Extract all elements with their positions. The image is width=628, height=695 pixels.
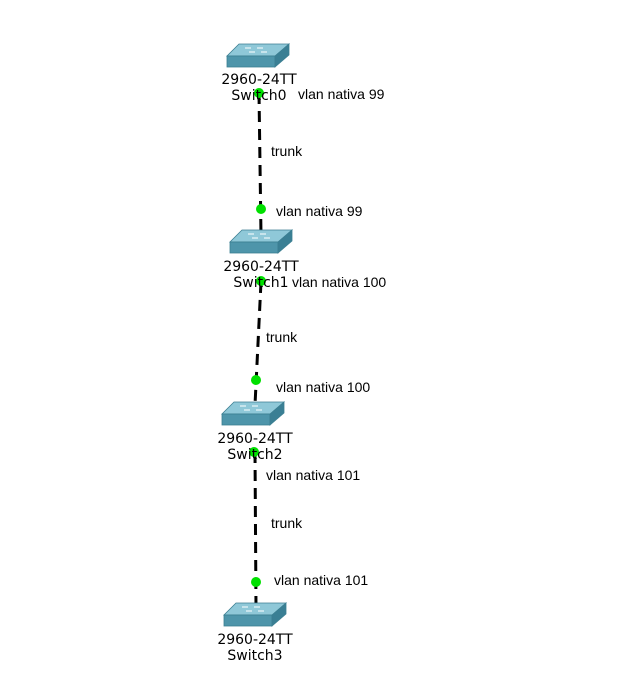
link2-end-a-label: vlan nativa 101 — [266, 467, 361, 483]
link0-end-a-label: vlan nativa 99 — [298, 86, 385, 102]
switch2-name: Switch2 — [227, 447, 283, 463]
link-light-switch2-up — [251, 375, 261, 385]
switch3-icon[interactable] — [223, 602, 288, 627]
link-light-switch2-down — [249, 447, 259, 457]
link1-end-a-label: vlan nativa 100 — [292, 274, 387, 290]
switch1-icon[interactable] — [229, 229, 294, 254]
switch3-label: 2960-24TT Switch3 — [200, 632, 310, 664]
switch2-icon[interactable] — [221, 401, 286, 426]
switch2-label: 2960-24TT Switch2 — [200, 431, 310, 463]
link-light-switch1-down — [256, 276, 266, 286]
switch2-model: 2960-24TT — [217, 431, 293, 447]
switch0-icon[interactable] — [226, 43, 291, 68]
link2-end-b-label: vlan nativa 101 — [274, 572, 369, 588]
switch0-label: 2960-24TT Switch0 — [204, 72, 314, 104]
link0-type-label: trunk — [271, 143, 303, 159]
switch3-model: 2960-24TT — [217, 632, 293, 648]
link1-type-label: trunk — [266, 329, 298, 345]
switch1-label: 2960-24TT Switch1 — [206, 259, 316, 291]
link-switch1-switch2[interactable] — [253, 281, 263, 406]
switch3-name: Switch3 — [227, 648, 283, 664]
link1-end-b-label: vlan nativa 100 — [276, 379, 371, 395]
link-light-switch3-up — [251, 577, 261, 587]
link2-type-label: trunk — [271, 515, 303, 531]
switch1-name: Switch1 — [233, 275, 289, 291]
link0-end-b-label: vlan nativa 99 — [276, 203, 363, 219]
switch0-model: 2960-24TT — [221, 72, 297, 88]
switch1-model: 2960-24TT — [223, 259, 299, 275]
link-light-switch1-up — [256, 204, 266, 214]
switch0-name: Switch0 — [231, 88, 287, 104]
link-light-switch0-down — [254, 88, 264, 98]
